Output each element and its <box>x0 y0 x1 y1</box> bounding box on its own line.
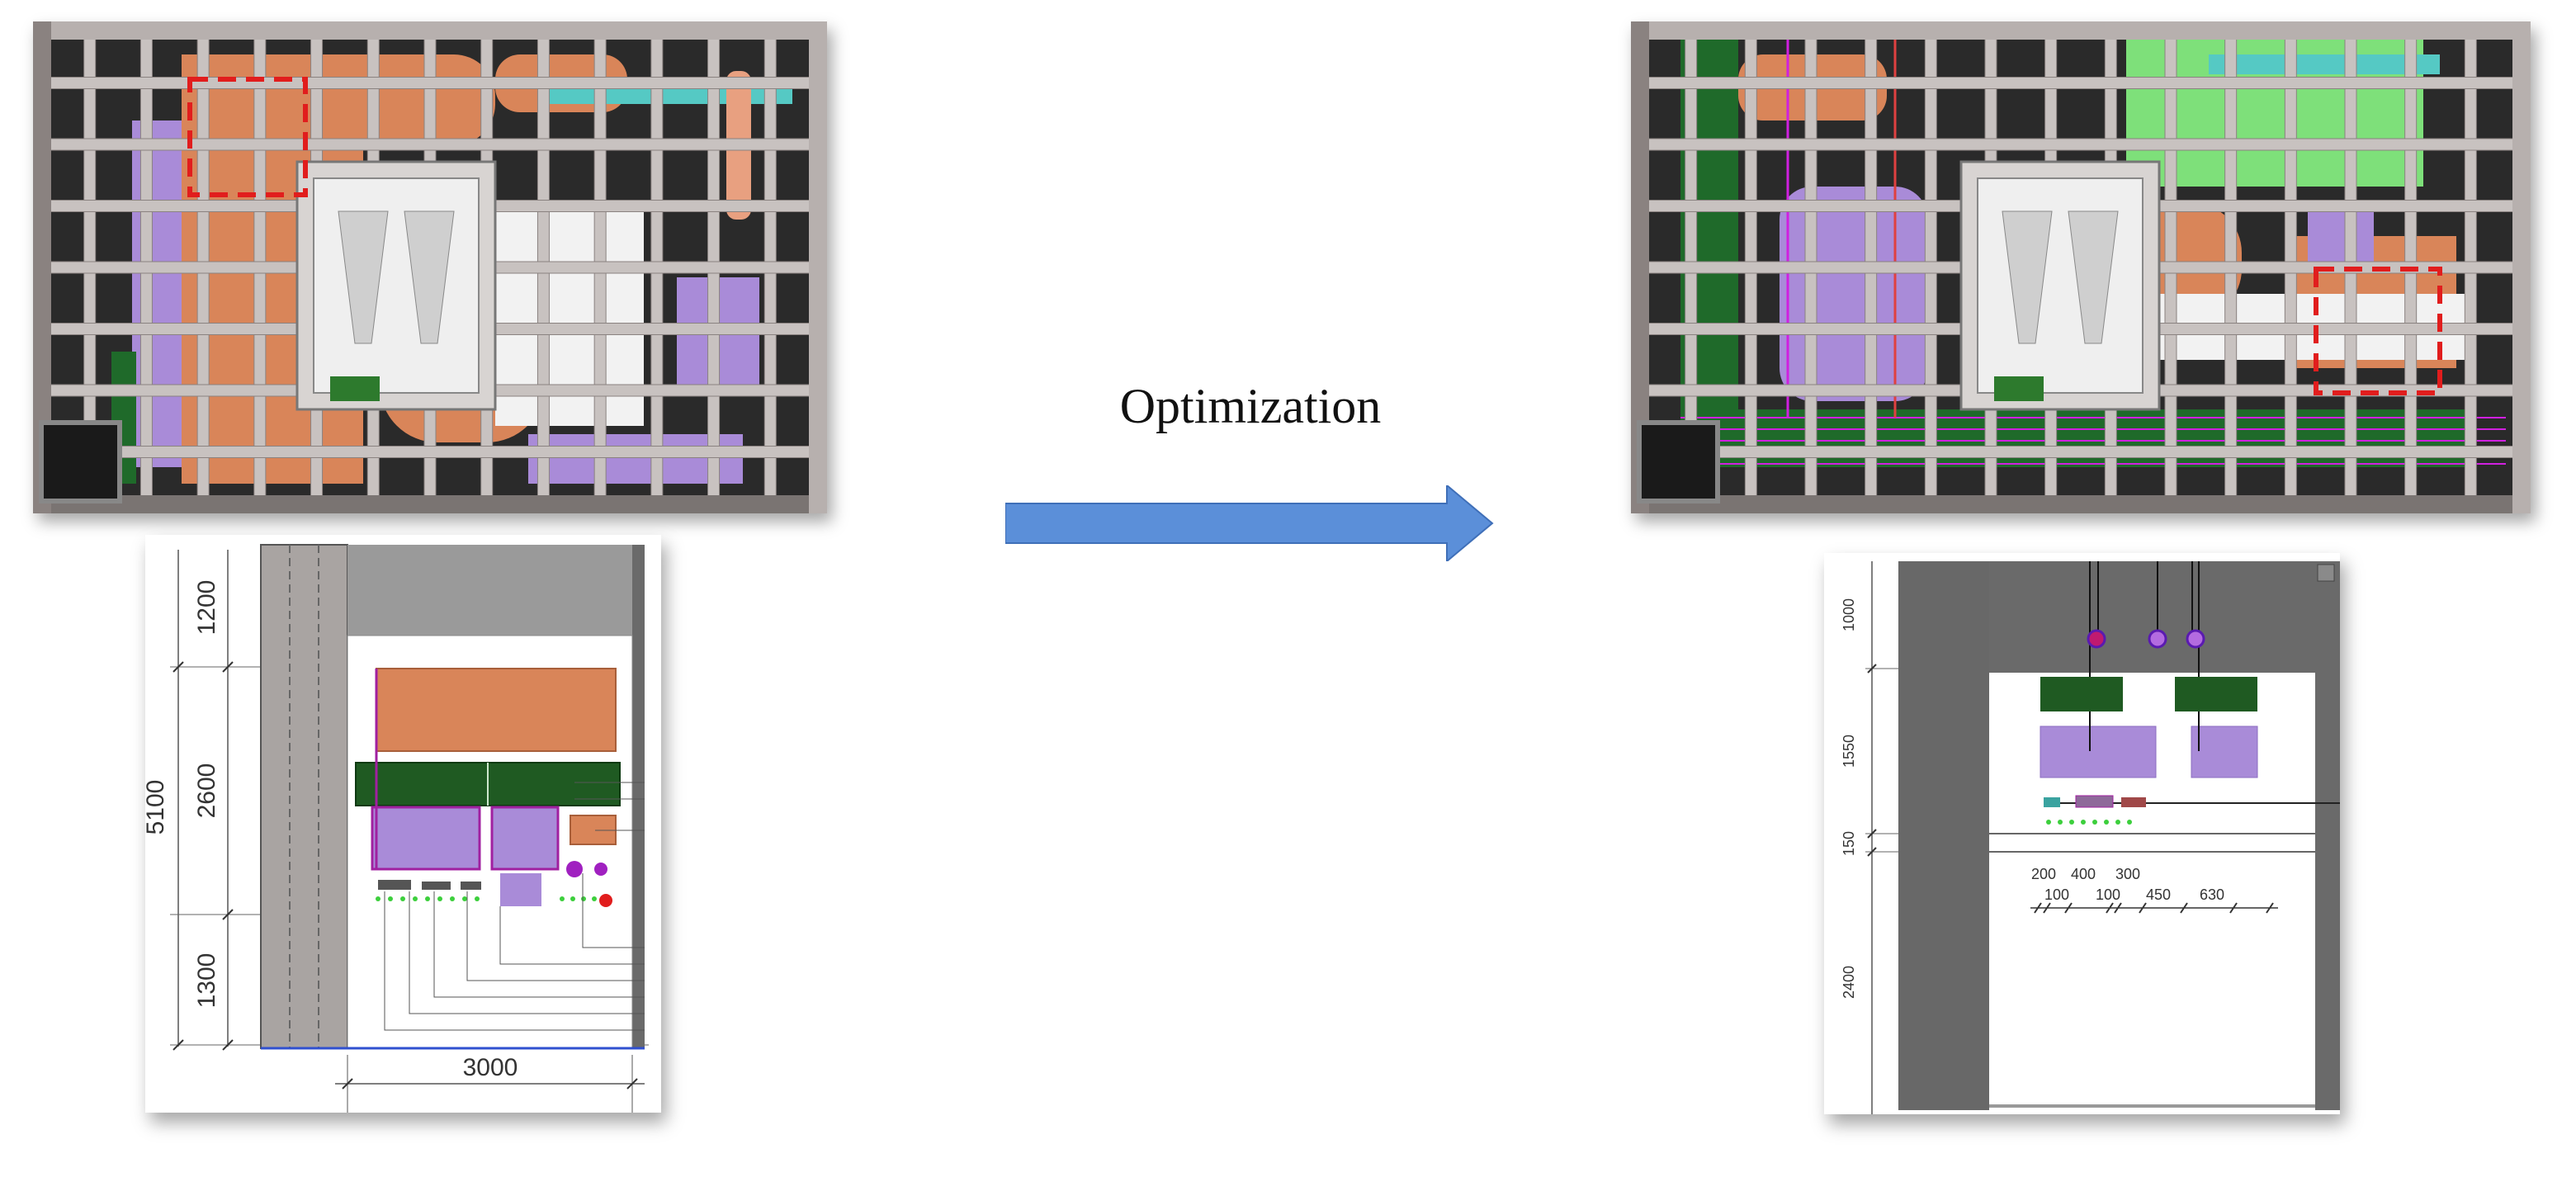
edge-beam <box>33 21 51 513</box>
edge-beam <box>2512 21 2531 513</box>
orange-duct <box>297 54 495 145</box>
dim-top-height: 1000 <box>1841 598 1857 631</box>
before-render <box>33 21 827 513</box>
grid-beam <box>33 77 827 89</box>
after-render <box>1631 21 2531 513</box>
after-section-drawing: 1000 1550 150 2400 <box>1824 553 2340 1114</box>
grid-beam <box>1631 77 2531 89</box>
dim-total-height: 5100 <box>145 780 169 835</box>
before-section-drawing: 5100 1200 2600 1300 <box>145 535 661 1113</box>
ahu-fin <box>338 210 389 344</box>
ahu-fin <box>2068 210 2119 344</box>
after-render-svg <box>1631 21 2531 513</box>
dim-h-630: 630 <box>2200 886 2224 903</box>
edge-beam <box>33 495 827 513</box>
dim-h-300: 300 <box>2115 866 2140 882</box>
air-handling-unit-body <box>313 177 480 394</box>
purple-duct <box>2308 203 2374 269</box>
optimization-arrow <box>1005 485 1494 561</box>
dim-mid-height: 2600 <box>193 763 220 819</box>
ahu-fin <box>404 210 455 344</box>
grid-beam <box>1631 446 2531 458</box>
edge-beam <box>1631 495 2531 513</box>
edge-beam <box>1631 21 2531 40</box>
dim-h-100a: 100 <box>2044 886 2069 903</box>
before-section-svg: 5100 1200 2600 1300 <box>145 544 649 1113</box>
grid-beam <box>33 138 827 151</box>
shaft-opening <box>1637 420 1720 503</box>
edge-beam <box>33 21 827 40</box>
ahu-base <box>330 376 380 401</box>
air-handling-unit-body <box>1977 177 2144 394</box>
shaft-opening <box>39 420 122 503</box>
cyan-pipe <box>2209 54 2440 74</box>
purple-duct <box>1780 187 1928 401</box>
dim-lower-height: 1300 <box>193 953 220 1009</box>
edge-beam <box>1631 21 1649 513</box>
dim-width: 3000 <box>463 1054 518 1081</box>
dim-gap-height: 150 <box>1841 831 1857 856</box>
before-render-svg <box>33 21 827 513</box>
dim-clear-height: 2400 <box>1841 966 1857 999</box>
purple-duct <box>528 434 743 484</box>
ahu-fin <box>2002 210 2053 344</box>
grid-beam <box>33 446 827 458</box>
after-section-svg: 1000 1550 150 2400 <box>1841 561 2340 1114</box>
dim-h-100b: 100 <box>2096 886 2120 903</box>
dim-h-450: 450 <box>2146 886 2171 903</box>
purple-duct <box>132 121 182 467</box>
highlight-box <box>2314 267 2442 395</box>
dim-h-400: 400 <box>2071 866 2096 882</box>
edge-beam <box>809 21 827 513</box>
highlight-box <box>187 77 308 197</box>
dim-upper-height: 1200 <box>193 580 220 636</box>
grid-beam <box>1631 138 2531 151</box>
arrow-shape <box>1005 485 1494 561</box>
optimization-label: Optimization <box>1119 379 1382 433</box>
dim-h-200: 200 <box>2031 866 2056 882</box>
ahu-base <box>1994 376 2044 401</box>
dim-duct-zone-height: 1550 <box>1841 735 1857 768</box>
